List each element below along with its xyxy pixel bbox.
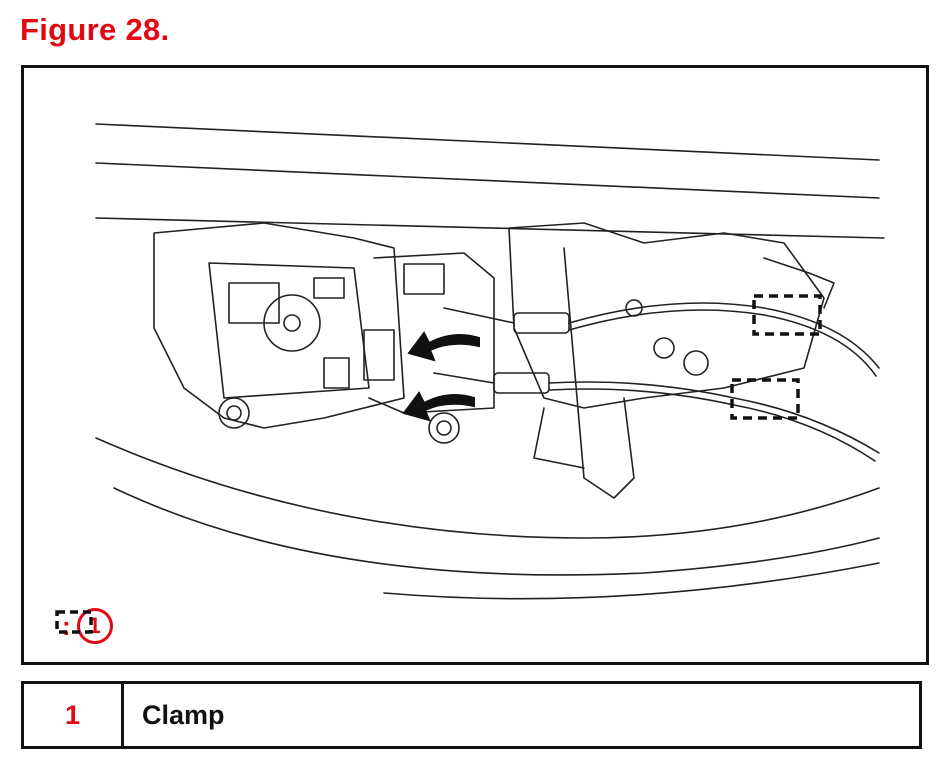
legend-table: 1 Clamp: [21, 681, 922, 749]
figure-title: Figure 28.: [20, 12, 170, 47]
legend-row-label: Clamp: [142, 699, 225, 730]
cable-clamp-illustration: [95, 123, 885, 600]
legend-row-number: 1: [24, 684, 124, 746]
clamp-marker-lower: [730, 378, 800, 420]
legend-key-separator: :: [62, 610, 71, 641]
dashed-clamp-symbol-icon: [55, 610, 93, 634]
clamp-legend-key: : 1: [54, 608, 113, 644]
clamp-marker-upper: [752, 294, 822, 336]
diagram-frame: : 1: [21, 65, 929, 665]
